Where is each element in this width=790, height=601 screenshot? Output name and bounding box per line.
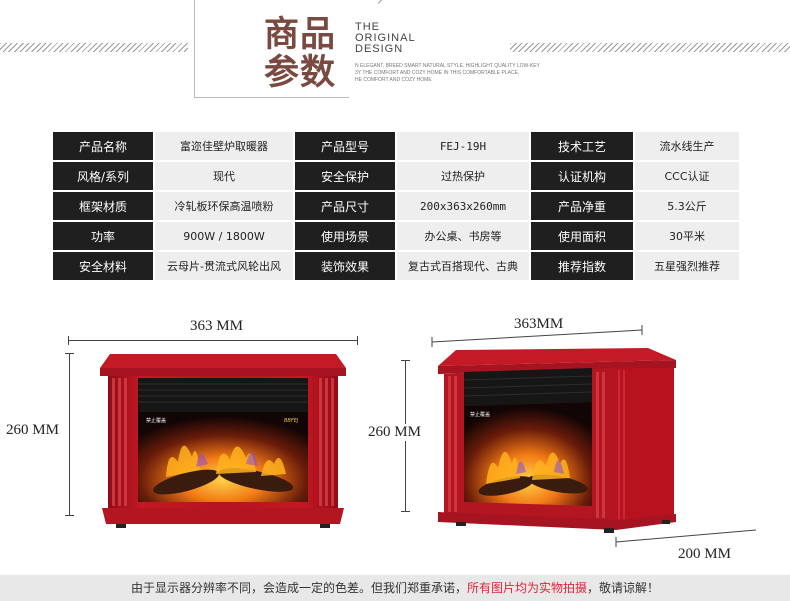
front-height-tick-bottom <box>65 515 74 516</box>
front-width-label: 363 MM <box>190 318 243 334</box>
header-diagonal-line <box>377 0 397 4</box>
english-tagline: N ELEGANT, BREED SMART NATURAL STYLE, HI… <box>355 63 575 84</box>
spec-key: 使用面积 <box>529 222 633 250</box>
spec-key: 产品名称 <box>53 132 153 160</box>
spec-value: 5.3公斤 <box>633 192 739 220</box>
spec-key: 推荐指数 <box>529 252 633 280</box>
front-width-tick-right <box>357 336 358 345</box>
side-width-indicator <box>431 325 643 347</box>
angled-badge-text: 禁止覆盖 <box>470 411 490 418</box>
disclaimer-highlight: 所有图片均为实物拍摄 <box>466 581 587 595</box>
spec-value: 富迩佳壁炉取暖器 <box>153 132 293 160</box>
spec-key: 使用场景 <box>293 222 395 250</box>
spec-key: 功率 <box>53 222 153 250</box>
tagline-line-2: 3Y THE COMFORT AND COZY HOME IN THIS COM… <box>355 70 520 76</box>
depth-indicator <box>615 529 757 547</box>
spec-key: 产品净重 <box>529 192 633 220</box>
depth-label: 200 MM <box>678 546 731 562</box>
spec-value: 复古式百搭现代、古典 <box>395 252 529 280</box>
spec-key: 框架材质 <box>53 192 153 220</box>
spec-value: CCC认证 <box>633 162 739 190</box>
spec-value: 冷轧板环保高温喷粉 <box>153 192 293 220</box>
side-height-tick-bottom <box>401 511 410 512</box>
disclaimer-footer: 由于显示器分辨率不同，会造成一定的色差。但我们郑重承诺，所有图片均为实物拍摄，敬… <box>0 575 790 601</box>
spec-key: 风格/系列 <box>53 162 153 190</box>
spec-value: 30平米 <box>633 222 739 250</box>
heater-angled-image: 禁止覆盖 <box>438 348 676 533</box>
spec-value: 现代 <box>153 162 293 190</box>
front-badge-text: 禁止覆盖 <box>146 417 166 424</box>
english-subtitle-line-1: THE <box>355 21 380 33</box>
side-height-tick-top <box>401 360 410 361</box>
spec-key: 产品型号 <box>293 132 395 160</box>
front-height-tick-top <box>65 353 74 354</box>
spec-key: 认证机构 <box>529 162 633 190</box>
side-height-label: 260 MM <box>368 424 421 441</box>
heater-front-image: 禁止覆盖 BBFEJ <box>100 354 346 528</box>
disclaimer-text-part-1: 由于显示器分辨率不同，会造成一定的色差。但我们郑重承诺， <box>130 581 467 595</box>
disclaimer-text-part-2: ，敬请谅解！ <box>587 581 660 595</box>
english-subtitle-line-2: ORIGINAL <box>355 32 416 44</box>
spec-key: 安全保护 <box>293 162 395 190</box>
spec-value: 900W / 1800W <box>153 222 293 250</box>
front-brand-text: BBFEJ <box>284 418 299 424</box>
spec-value: 流水线生产 <box>633 132 739 160</box>
english-subtitle: THE ORIGINAL DESIGN <box>355 22 416 55</box>
tagline-line-3: HE COMFORT AND COZY HOME <box>355 77 432 83</box>
tagline-line-1: N ELEGANT, BREED SMART NATURAL STYLE, HI… <box>355 63 540 69</box>
spec-row: 安全材料云母片-贯流式风轮出风装饰效果复古式百搭现代、古典推荐指数五星强烈推荐 <box>53 252 739 280</box>
spec-key: 装饰效果 <box>293 252 395 280</box>
header-hatch-left <box>0 43 188 52</box>
spec-value: FEJ-19H <box>395 132 529 160</box>
front-width-tick-left <box>68 336 69 345</box>
spec-value: 200x363x260mm <box>395 192 529 220</box>
header-hatch-right <box>510 43 790 52</box>
front-height-label: 260 MM <box>6 422 59 439</box>
english-subtitle-line-3: DESIGN <box>355 43 404 55</box>
spec-value: 云母片-贯流式风轮出风 <box>153 252 293 280</box>
spec-value: 办公桌、书房等 <box>395 222 529 250</box>
header-bracket <box>194 0 349 98</box>
spec-key: 产品尺寸 <box>293 192 395 220</box>
spec-value: 五星强烈推荐 <box>633 252 739 280</box>
spec-value: 过热保护 <box>395 162 529 190</box>
side-width-label: 363MM <box>514 316 564 332</box>
section-title-line-2: 参数 <box>264 53 337 93</box>
front-width-line <box>68 340 358 341</box>
section-title-line-1: 商品 <box>264 15 337 55</box>
spec-key: 安全材料 <box>53 252 153 280</box>
front-height-line <box>69 353 70 516</box>
section-title: 商品 参数 <box>264 16 350 92</box>
spec-key: 技术工艺 <box>529 132 633 160</box>
